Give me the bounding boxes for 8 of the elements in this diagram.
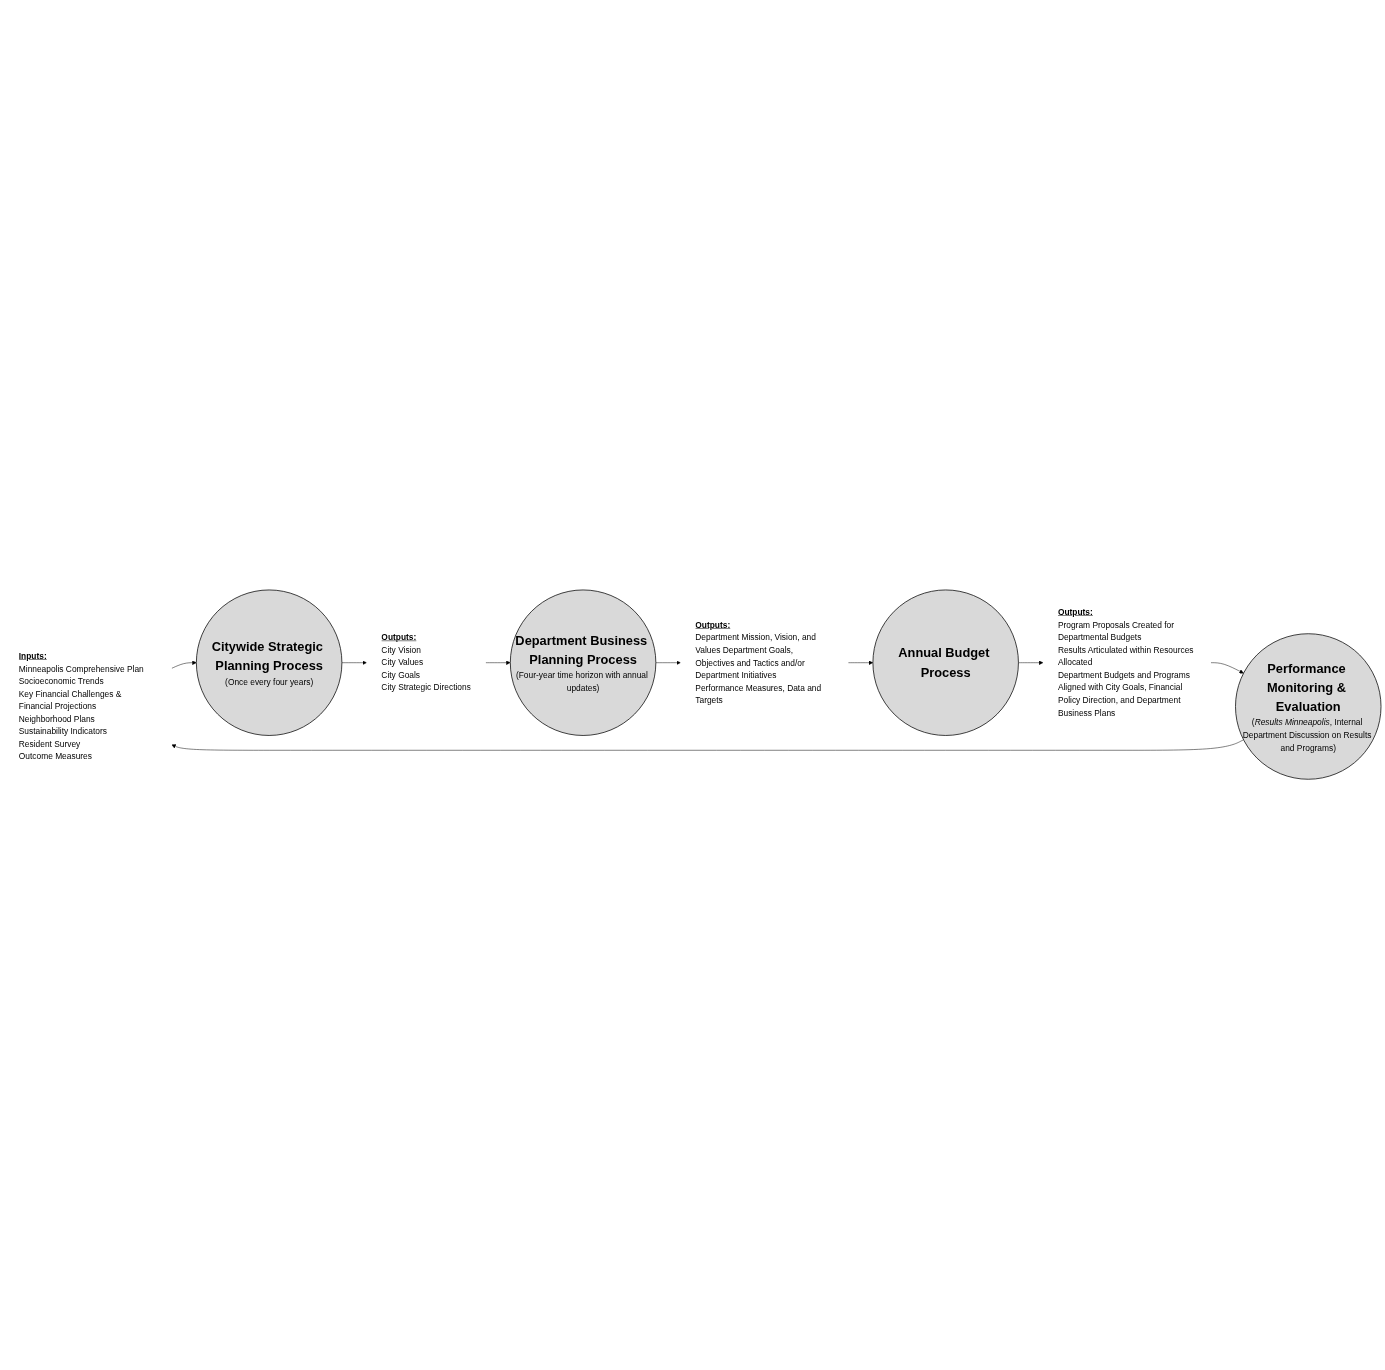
node-text: Outputs: Department Mission, Vision, and Values Department Goals, Objectives and Tactics and/or Department Initiatives Performance Measures, Data and Targets (695, 620, 822, 706)
node-circle: Department Business Planning Process (Four-year time horizon with annual updates) (509, 589, 657, 737)
node-text: Outputs: Program Proposals Created for Departmental Budgets Results Articulated within Resources Allocated Department Budgets and Programs Aligned with City Goals, Financial Policy Direction, and Department Business Plans (1057, 607, 1194, 718)
node-text: Outputs: City Vision City Values City Goals City Strategic Directions (381, 633, 471, 693)
node-text: Inputs: Minneapolis Comprehensive Plan Socioeconomic Trends Key Financial Challenges & Financial Projections Neighborhood Plans Sustainability Indicators Resident Survey Outcome Measures (18, 651, 144, 762)
node-circle: Annual Budget Process (872, 589, 1019, 737)
node-circle: Citywide Strategic Planning Process (Once every four years) (196, 589, 343, 737)
node-circle: Performance Monitoring & Evaluation (Results Minneapolis, Internal Department Discussion on Results and Programs) (1235, 633, 1382, 780)
